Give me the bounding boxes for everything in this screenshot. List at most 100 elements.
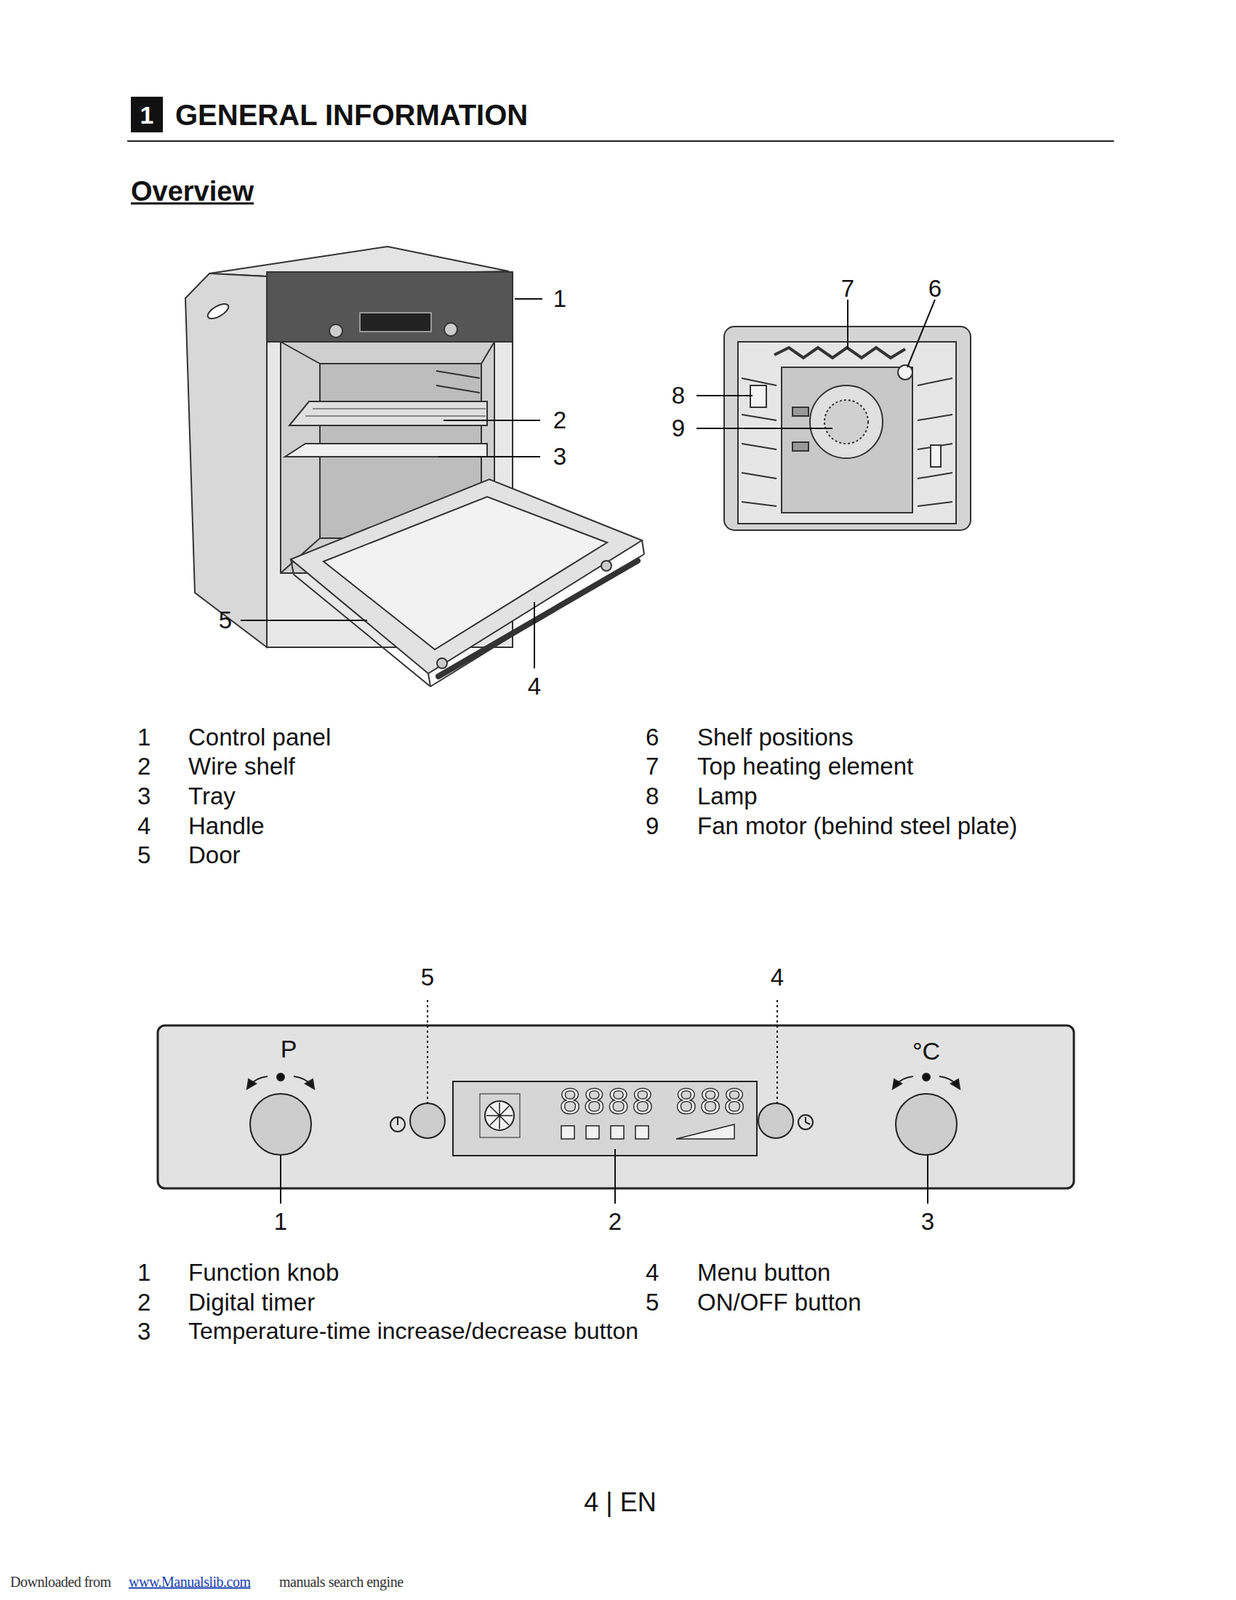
control-panel-illustration-part [798, 1114, 813, 1130]
oven-illustration-part [205, 301, 232, 322]
knob-symbol: P [280, 1033, 298, 1065]
oven-illustration-part [185, 273, 267, 648]
interior-leader-line-part [696, 394, 753, 397]
callout-number: 3 [921, 1206, 935, 1236]
part-name: Lamp [697, 780, 758, 811]
oven-illustration-part [438, 560, 638, 677]
control-panel-illustration-part [610, 1125, 624, 1139]
list-number: 1 [137, 1257, 151, 1287]
oven-illustration-part [359, 312, 432, 332]
list-number: 3 [137, 1315, 151, 1346]
footer-note: manuals search engine [279, 1572, 404, 1591]
list-number: 2 [137, 751, 151, 781]
control-panel-illustration-part [410, 1102, 445, 1138]
oven-interior-illustration-part [930, 444, 941, 467]
list-number: 5 [645, 1286, 659, 1317]
oven-interior-illustration-part [792, 407, 809, 416]
page-number: 4 | EN [583, 1485, 656, 1519]
callout-number: 9 [671, 412, 685, 443]
oven-interior-illustration-part [917, 378, 953, 386]
oven-interior-illustration-part [737, 341, 957, 524]
oven-leader-line-part [514, 298, 543, 300]
list-number: 9 [645, 810, 659, 841]
control-panel-illustration-part [396, 1116, 399, 1125]
control-panel-illustration-part [479, 1093, 520, 1138]
callout-number: 2 [608, 1206, 622, 1236]
list-number: 1 [137, 721, 151, 752]
control-panel-illustration-part [950, 1078, 960, 1089]
control-panel-illustration-part [676, 1124, 735, 1139]
control-panel-illustration-part [305, 1078, 315, 1089]
section-number-box: 1 [130, 96, 163, 133]
list-number: 2 [137, 1286, 151, 1317]
control-panel-illustration-part [486, 1102, 513, 1129]
control-panel-illustration-part [484, 1100, 515, 1130]
control-panel-illustration-part [250, 1093, 312, 1155]
oven-leader-line-part [240, 619, 368, 621]
oven-illustration-part [293, 574, 431, 687]
panel-leader-line-part [927, 1154, 929, 1204]
heading-rule [127, 141, 1114, 142]
callout-number: 1 [553, 283, 567, 314]
oven-leader-line-part [533, 602, 536, 669]
part-name: ON/OFF button [697, 1286, 862, 1317]
part-name: Wire shelf [188, 751, 296, 781]
panel-leader-line-part [279, 1154, 282, 1204]
section-number: 1 [140, 102, 155, 128]
oven-interior-illustration-part [741, 378, 777, 386]
part-name: Control panel [188, 721, 331, 752]
list-number: 6 [645, 721, 659, 752]
interior-leader-line-part [696, 427, 833, 429]
oven-illustration-part [290, 479, 642, 674]
oven-illustration-part [312, 408, 486, 410]
panel-leader-line-part [614, 1148, 616, 1204]
oven-illustration-part [481, 341, 495, 364]
control-panel-illustration-part [892, 1078, 902, 1089]
control-panel-illustration-part [635, 1125, 649, 1139]
heading-rule-part [127, 140, 1114, 142]
list-number: 4 [645, 1257, 659, 1287]
footer-link: www.Manualslib.com [128, 1572, 251, 1591]
control-panel-illustration-part [758, 1102, 794, 1138]
callout-number: 7 [841, 273, 855, 304]
oven-illustration-part [285, 443, 488, 457]
control-panel-illustration-part [390, 1116, 405, 1132]
oven-illustration-part [329, 324, 343, 338]
oven-interior-illustration-part [781, 367, 913, 513]
callout-number: 1 [274, 1206, 288, 1236]
oven-illustration-part [436, 370, 480, 379]
oven-leader-line [240, 298, 543, 669]
oven-illustration [185, 246, 645, 687]
oven-interior-illustration-part [741, 414, 777, 421]
interior-leader-line-part [907, 299, 935, 368]
oven-interior-illustration-part [792, 442, 809, 451]
interior-leader-line [696, 299, 935, 429]
control-panel-illustration-part [586, 1125, 600, 1139]
oven-illustration-part [289, 401, 488, 426]
callout-number: 3 [553, 441, 567, 472]
oven-leader-line-part [443, 419, 541, 421]
oven-illustration-part [305, 415, 486, 417]
part-name: Tray [188, 780, 236, 811]
list-number: 7 [645, 751, 659, 781]
oven-interior-illustration-part [809, 385, 883, 459]
control-panel-illustration-part [561, 1125, 575, 1139]
part-name: Handle [188, 810, 265, 841]
section-title: GENERAL INFORMATION [175, 96, 528, 134]
oven-illustration-part [430, 554, 645, 687]
part-name: Shelf positions [697, 721, 854, 752]
oven-illustration-part [641, 540, 645, 555]
oven-illustration-part [436, 385, 480, 393]
callout-number: 2 [553, 404, 567, 435]
list-number: 5 [137, 839, 151, 870]
oven-leader-line-part [438, 455, 541, 458]
subheading: Overview [130, 174, 254, 210]
callout-number: 4 [770, 961, 784, 992]
oven-illustration-part [266, 271, 513, 342]
oven-interior-illustration-part [741, 472, 777, 479]
oven-interior-illustration-part [824, 399, 869, 444]
panel-leader-line-part [776, 999, 778, 1104]
oven-interior-illustration-part [917, 472, 953, 479]
oven-illustration-part [290, 559, 294, 575]
